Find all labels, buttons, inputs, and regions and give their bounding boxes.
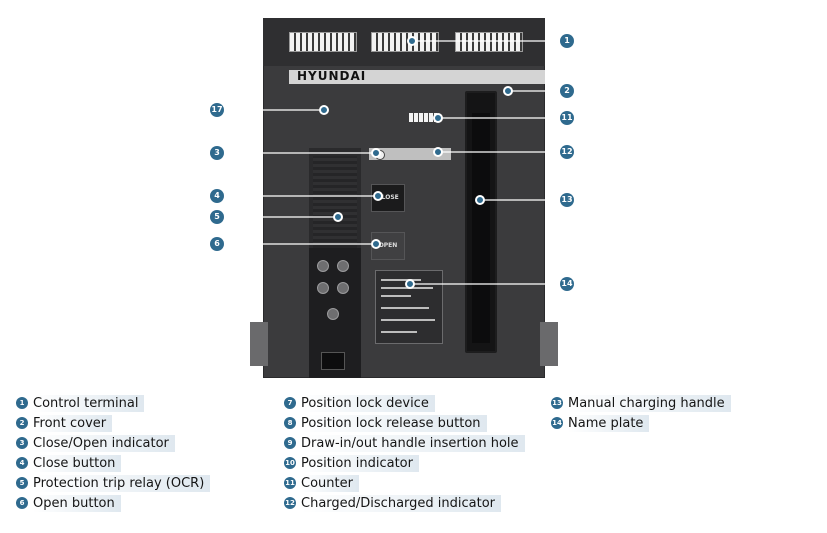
base-foot-left [250, 322, 268, 366]
leader-dot-14 [405, 279, 415, 289]
brand-logo: HYUNDAI [297, 69, 367, 83]
marker-13: 13 [560, 193, 574, 207]
ocr-unit [309, 248, 361, 378]
marker-5: 5 [210, 210, 224, 224]
ocr-dial-1 [317, 260, 329, 272]
leader-dot-3 [371, 148, 381, 158]
marker-6: 6 [210, 237, 224, 251]
leader-dot-4 [373, 191, 383, 201]
manual-charging-handle[interactable] [465, 91, 497, 353]
leader-dot-13 [475, 195, 485, 205]
control-terminal-block [263, 18, 545, 66]
marker-1: 1 [560, 34, 574, 48]
base-foot-right [540, 322, 558, 366]
ocr-dial-2 [337, 260, 349, 272]
marker-2: 2 [560, 84, 574, 98]
leader-dot-12 [433, 147, 443, 157]
air-circuit-breaker: HYUNDAI CLOSE OPEN [263, 18, 545, 378]
leader-dot-17 [319, 105, 329, 115]
ocr-dial-3 [317, 282, 329, 294]
marker-12: 12 [560, 145, 574, 159]
ocr-dial-5 [327, 308, 339, 320]
ocr-test-socket [321, 352, 345, 370]
marker-4: 4 [210, 189, 224, 203]
ocr-dial-4 [337, 282, 349, 294]
relay-cover-vent [313, 156, 357, 248]
control-terminal-left [289, 32, 357, 52]
marker-14: 14 [560, 277, 574, 291]
brand-bar: HYUNDAI [289, 69, 545, 84]
control-terminal-center [371, 32, 439, 52]
leader-dot-11 [433, 113, 443, 123]
leader-line-group [218, 40, 566, 285]
leader-dot-1 [407, 36, 417, 46]
counter-window [409, 113, 437, 122]
marker-3: 3 [210, 146, 224, 160]
leader-dot-6 [371, 239, 381, 249]
marker-11: 11 [560, 111, 574, 125]
leader-dot-2 [503, 86, 513, 96]
leader-dot-5 [333, 212, 343, 222]
marker-17: 17 [210, 103, 224, 117]
control-terminal-right [455, 32, 523, 52]
